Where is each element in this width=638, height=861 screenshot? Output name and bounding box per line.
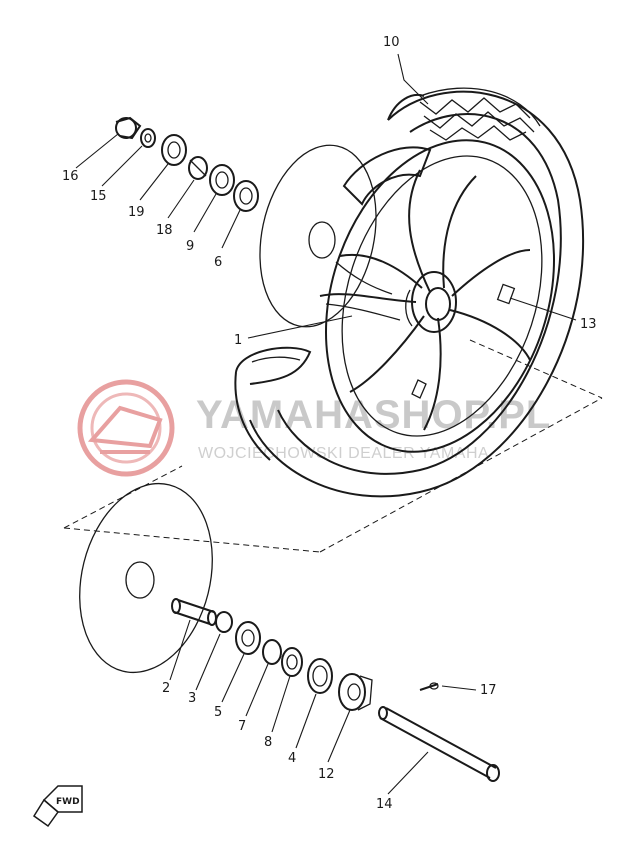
part-3-spacer <box>215 611 233 633</box>
watermark-subtitle: WOJCIECHOWSKI DEALER YAMAHA <box>198 445 489 462</box>
yamaha-logo-icon <box>77 379 175 477</box>
part-5-bearing <box>235 621 261 655</box>
callout-labels: 10 16 15 19 18 9 6 1 13 2 3 5 7 8 4 12 1… <box>62 35 597 812</box>
valve-stem <box>411 283 516 399</box>
callout-15: 15 <box>90 189 107 204</box>
part-17-cotter-pin <box>419 682 439 691</box>
part-6-bearing <box>233 180 259 212</box>
callout-14: 14 <box>376 797 393 812</box>
lower-hub-parts <box>171 598 500 782</box>
part-8-washer <box>281 647 303 677</box>
part-7-circlip <box>262 639 282 665</box>
tire-tread-pattern <box>419 97 535 141</box>
part-16-collar <box>115 116 142 140</box>
callout-6: 6 <box>214 255 222 270</box>
callout-1: 1 <box>234 333 242 348</box>
callout-5: 5 <box>214 705 222 720</box>
tire <box>234 87 585 498</box>
callout-10: 10 <box>383 35 400 50</box>
brake-disc-upper <box>259 144 377 328</box>
part-9-bearing <box>209 164 235 196</box>
callout-8: 8 <box>264 735 272 750</box>
leader-lines <box>75 53 577 795</box>
fwd-direction-badge: FWD <box>32 785 83 828</box>
callout-12: 12 <box>318 767 335 782</box>
fwd-label: FWD <box>56 797 80 807</box>
upper-hub-parts <box>115 116 259 212</box>
callout-3: 3 <box>188 691 196 706</box>
part-14-wheel-axle <box>378 706 500 782</box>
wheel-hub <box>405 271 457 333</box>
callout-17: 17 <box>480 683 497 698</box>
callout-18: 18 <box>156 223 173 238</box>
part-12-meter-gear-unit <box>338 673 373 711</box>
part-4-oil-seal <box>307 658 333 694</box>
part-2-spacer-tube <box>171 598 217 626</box>
part-18-spacer <box>188 156 208 180</box>
callout-2: 2 <box>162 681 170 696</box>
wheel-spokes <box>319 169 531 431</box>
callout-13: 13 <box>580 317 597 332</box>
brake-disc-lower <box>79 482 213 674</box>
callout-9: 9 <box>186 239 194 254</box>
callout-7: 7 <box>238 719 246 734</box>
watermark: YAMAHASHOP.PL WOJCIECHOWSKI DEALER YAMAH… <box>77 379 551 477</box>
part-19-bearing <box>161 134 187 166</box>
wheel-rim <box>319 139 555 453</box>
watermark-brand: YAMAHASHOP.PL <box>196 393 551 437</box>
callout-16: 16 <box>62 169 79 184</box>
callout-4: 4 <box>288 751 296 766</box>
part-15-oil-seal <box>140 128 156 148</box>
callout-19: 19 <box>128 205 145 220</box>
